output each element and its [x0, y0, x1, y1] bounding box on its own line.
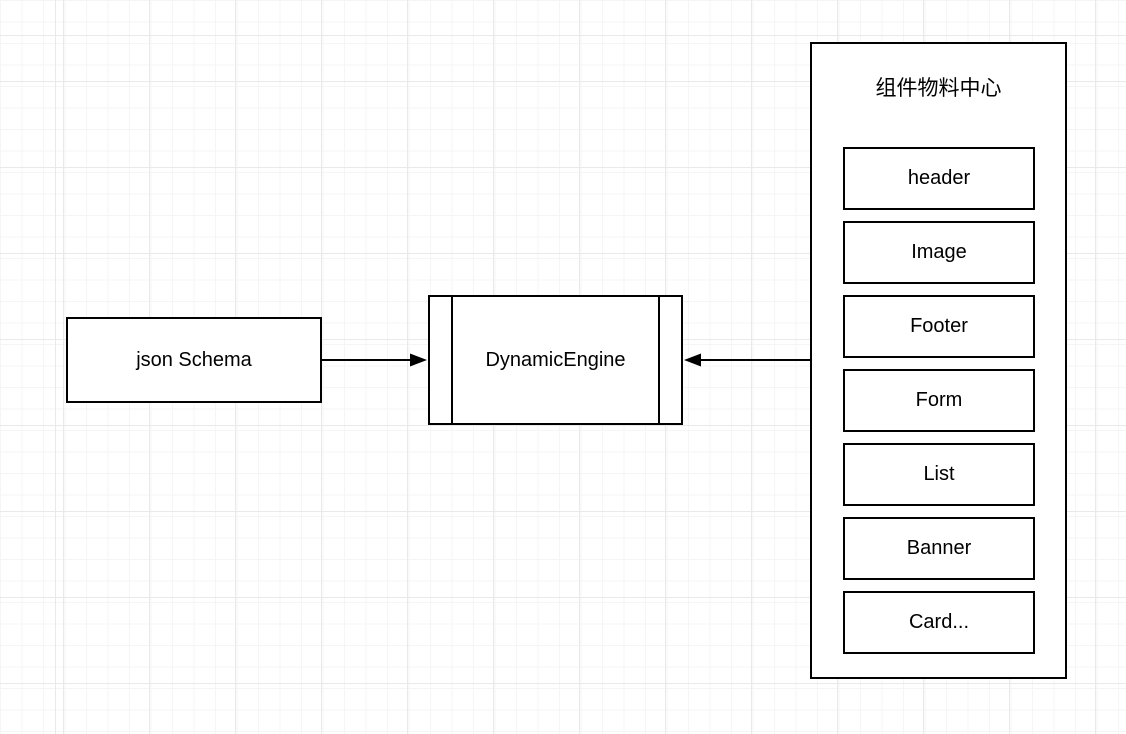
arrowhead-right-icon — [410, 353, 427, 367]
material-item-form[interactable]: Form — [843, 369, 1035, 432]
material-item-card[interactable]: Card... — [843, 591, 1035, 654]
material-item-footer[interactable]: Footer — [843, 295, 1035, 358]
node-material-center[interactable]: 组件物料中心 header Image Footer Form List Ban… — [810, 42, 1067, 679]
json-schema-label: json Schema — [136, 349, 252, 371]
material-item-banner[interactable]: Banner — [843, 517, 1035, 580]
engine-left-bar — [451, 297, 453, 423]
dynamic-engine-label: DynamicEngine — [485, 349, 626, 371]
node-dynamic-engine[interactable]: DynamicEngine — [428, 295, 683, 425]
material-item-list: header Image Footer Form List Banner Car… — [843, 147, 1035, 654]
material-item-header[interactable]: header — [843, 147, 1035, 210]
material-item-list-comp[interactable]: List — [843, 443, 1035, 506]
arrow-json-to-engine[interactable] — [322, 353, 427, 367]
material-item-image[interactable]: Image — [843, 221, 1035, 284]
material-center-title: 组件物料中心 — [875, 77, 1002, 100]
arrow-material-to-engine[interactable] — [684, 353, 810, 367]
arrowhead-left-icon — [684, 353, 701, 367]
engine-right-bar — [658, 297, 660, 423]
node-json-schema[interactable]: json Schema — [66, 317, 322, 403]
